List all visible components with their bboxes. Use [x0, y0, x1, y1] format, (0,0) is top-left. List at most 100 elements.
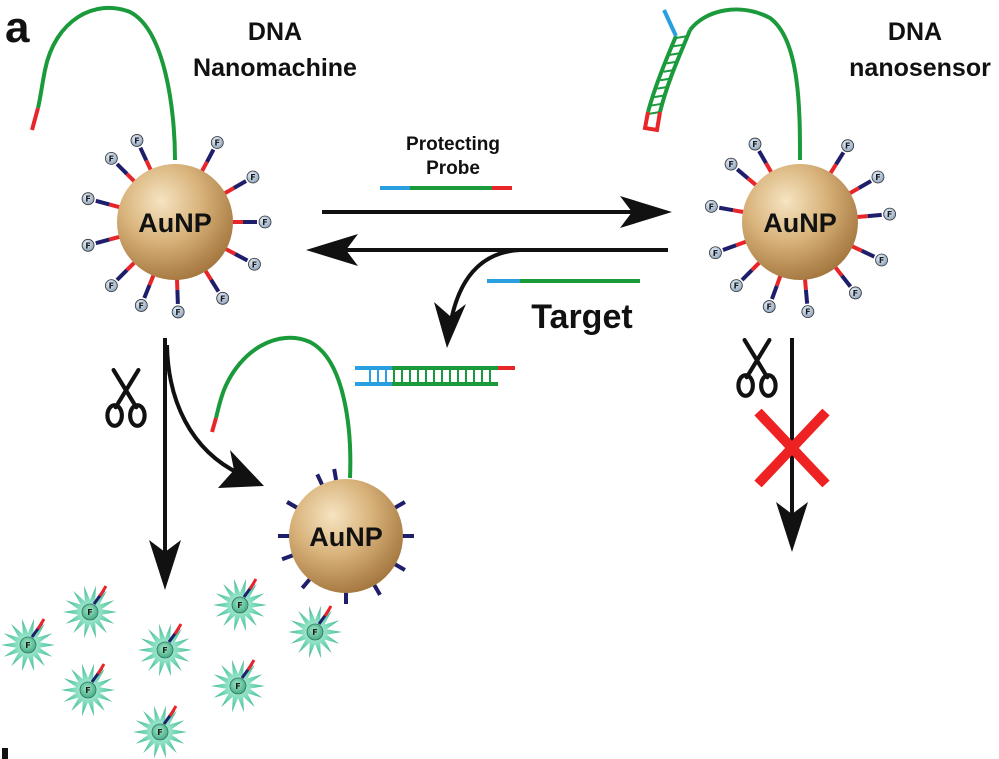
tag-red-segment [98, 585, 108, 597]
basepair [654, 94, 667, 99]
fluorophore-bead [248, 257, 261, 271]
fluorophore-bead [801, 305, 815, 319]
linker-dark-segment [95, 237, 110, 246]
fluorophore-letter: F [109, 282, 114, 291]
linker-dark-segment [757, 149, 768, 165]
linker-dark-segment [234, 252, 249, 263]
release-arrow-head [149, 540, 181, 590]
linker-stub [281, 553, 295, 562]
fluorophore-letter: F [235, 682, 240, 691]
released-fluorophore: F [213, 578, 267, 632]
fluorophore-bead [306, 623, 324, 641]
fluorophore-letter: F [734, 282, 739, 291]
fluorophore-letter: F [879, 256, 884, 265]
basepair [672, 43, 686, 48]
linker-dark-segment [232, 179, 248, 190]
nanosensor-probe-toehold [662, 9, 678, 37]
fluorophore-letter: F [766, 303, 771, 312]
fluorophore-letter: F [85, 241, 90, 250]
nanomachine-linker: F [130, 134, 154, 174]
released-fluorophore: F [211, 659, 265, 713]
nanosensor-title-line2: nanosensor [849, 54, 991, 82]
nanosensor-linker: F [704, 199, 748, 215]
nanosensor-linker: F [801, 275, 815, 319]
linker-dark-segment [770, 285, 779, 300]
nanomachine-gold-particle [117, 164, 233, 280]
blocked-arrow-head [776, 502, 808, 552]
fluorophore-bead [171, 305, 185, 319]
reverse-arrow-head [306, 234, 358, 266]
cleaved-branch-arrow-head [218, 450, 264, 488]
nanomachine-linker: F [81, 234, 124, 252]
fluorophore-letter: F [134, 136, 139, 145]
fluorophore-bead [729, 279, 743, 293]
linker-dark-segment [840, 274, 853, 288]
nanosensor-linker: F [831, 263, 862, 300]
fluorophore-letter: F [728, 160, 733, 169]
linker-dark-segment [735, 167, 750, 180]
fluorophore-letter: F [252, 260, 257, 269]
linker-dark-segment [115, 162, 129, 176]
fluorophore-bead [871, 170, 885, 184]
released-fluorophore: F [138, 623, 192, 677]
linker-stub [393, 562, 406, 572]
nanosensor-particle-label: AuNP [763, 208, 837, 238]
tag-red-segment [248, 578, 258, 590]
nanosensor-linker: F [724, 157, 760, 189]
fluorophore-letter: F [709, 202, 714, 211]
basepair [675, 35, 689, 39]
fluorophore-bead [134, 299, 148, 312]
fluorophore-letter: F [805, 308, 810, 317]
linker-dark-segment [95, 198, 110, 207]
nanosensor-linker: F [729, 258, 764, 293]
protecting-probe-label-line2: Probe [426, 158, 480, 179]
fluorophore-letter: F [215, 139, 220, 148]
cleaved-linker-stubs [278, 468, 414, 604]
fluorophore-bead [229, 677, 247, 695]
fluorophore-letter: F [85, 195, 90, 204]
fluorophore-bead [258, 215, 272, 229]
red-x-stroke-2 [754, 408, 830, 488]
branch-arrow-line [448, 248, 521, 327]
fluorophore-bead [81, 603, 99, 621]
basepair [660, 77, 673, 82]
fluorophore-letter: F [853, 289, 858, 298]
fluorophore-letter: F [237, 601, 242, 610]
released-fluorophore: F [63, 585, 117, 639]
linker-dark-segment [834, 151, 846, 166]
nanomachine-linker: F [229, 215, 272, 229]
fluorophore-letter: F [845, 142, 850, 151]
nanosensor-linker: F [845, 170, 885, 197]
fluorophore-letter: F [157, 728, 162, 737]
fluorophore-bead [19, 636, 37, 654]
nanomachine-linker: F [220, 170, 260, 197]
nanosensor-linker: F [709, 238, 750, 260]
basepair [657, 85, 670, 90]
nanomachine-linker: F [198, 136, 224, 176]
cleaved-strand-red-end [210, 417, 218, 433]
fluorophore-bead [81, 238, 95, 252]
cleaved-nanoparticle: AuNP [210, 335, 414, 604]
fluorophore-letter: F [85, 686, 90, 695]
cleaved-particle-label: AuNP [309, 522, 383, 552]
linker-dark-segment [205, 148, 216, 163]
nanomachine-linker: F [171, 275, 185, 319]
linker-dark-segment [209, 278, 221, 293]
fluorophore-bead [79, 681, 97, 699]
fluorophore-letter: F [887, 210, 892, 219]
nanomachine-linker: F [104, 151, 139, 186]
linker-dark-segment [722, 243, 737, 252]
duplex-basepairs [369, 368, 491, 384]
tag-red-segment [246, 659, 256, 671]
basepair [666, 60, 679, 65]
linker-dark-segment [740, 268, 754, 282]
linker-stub [300, 577, 312, 590]
red-x-icon [754, 408, 830, 488]
tag-red-segment [36, 618, 46, 630]
fluorophore-letter: F [139, 301, 144, 310]
fluorophore-bead [156, 641, 174, 659]
released-fluorophore: F [1, 618, 55, 672]
